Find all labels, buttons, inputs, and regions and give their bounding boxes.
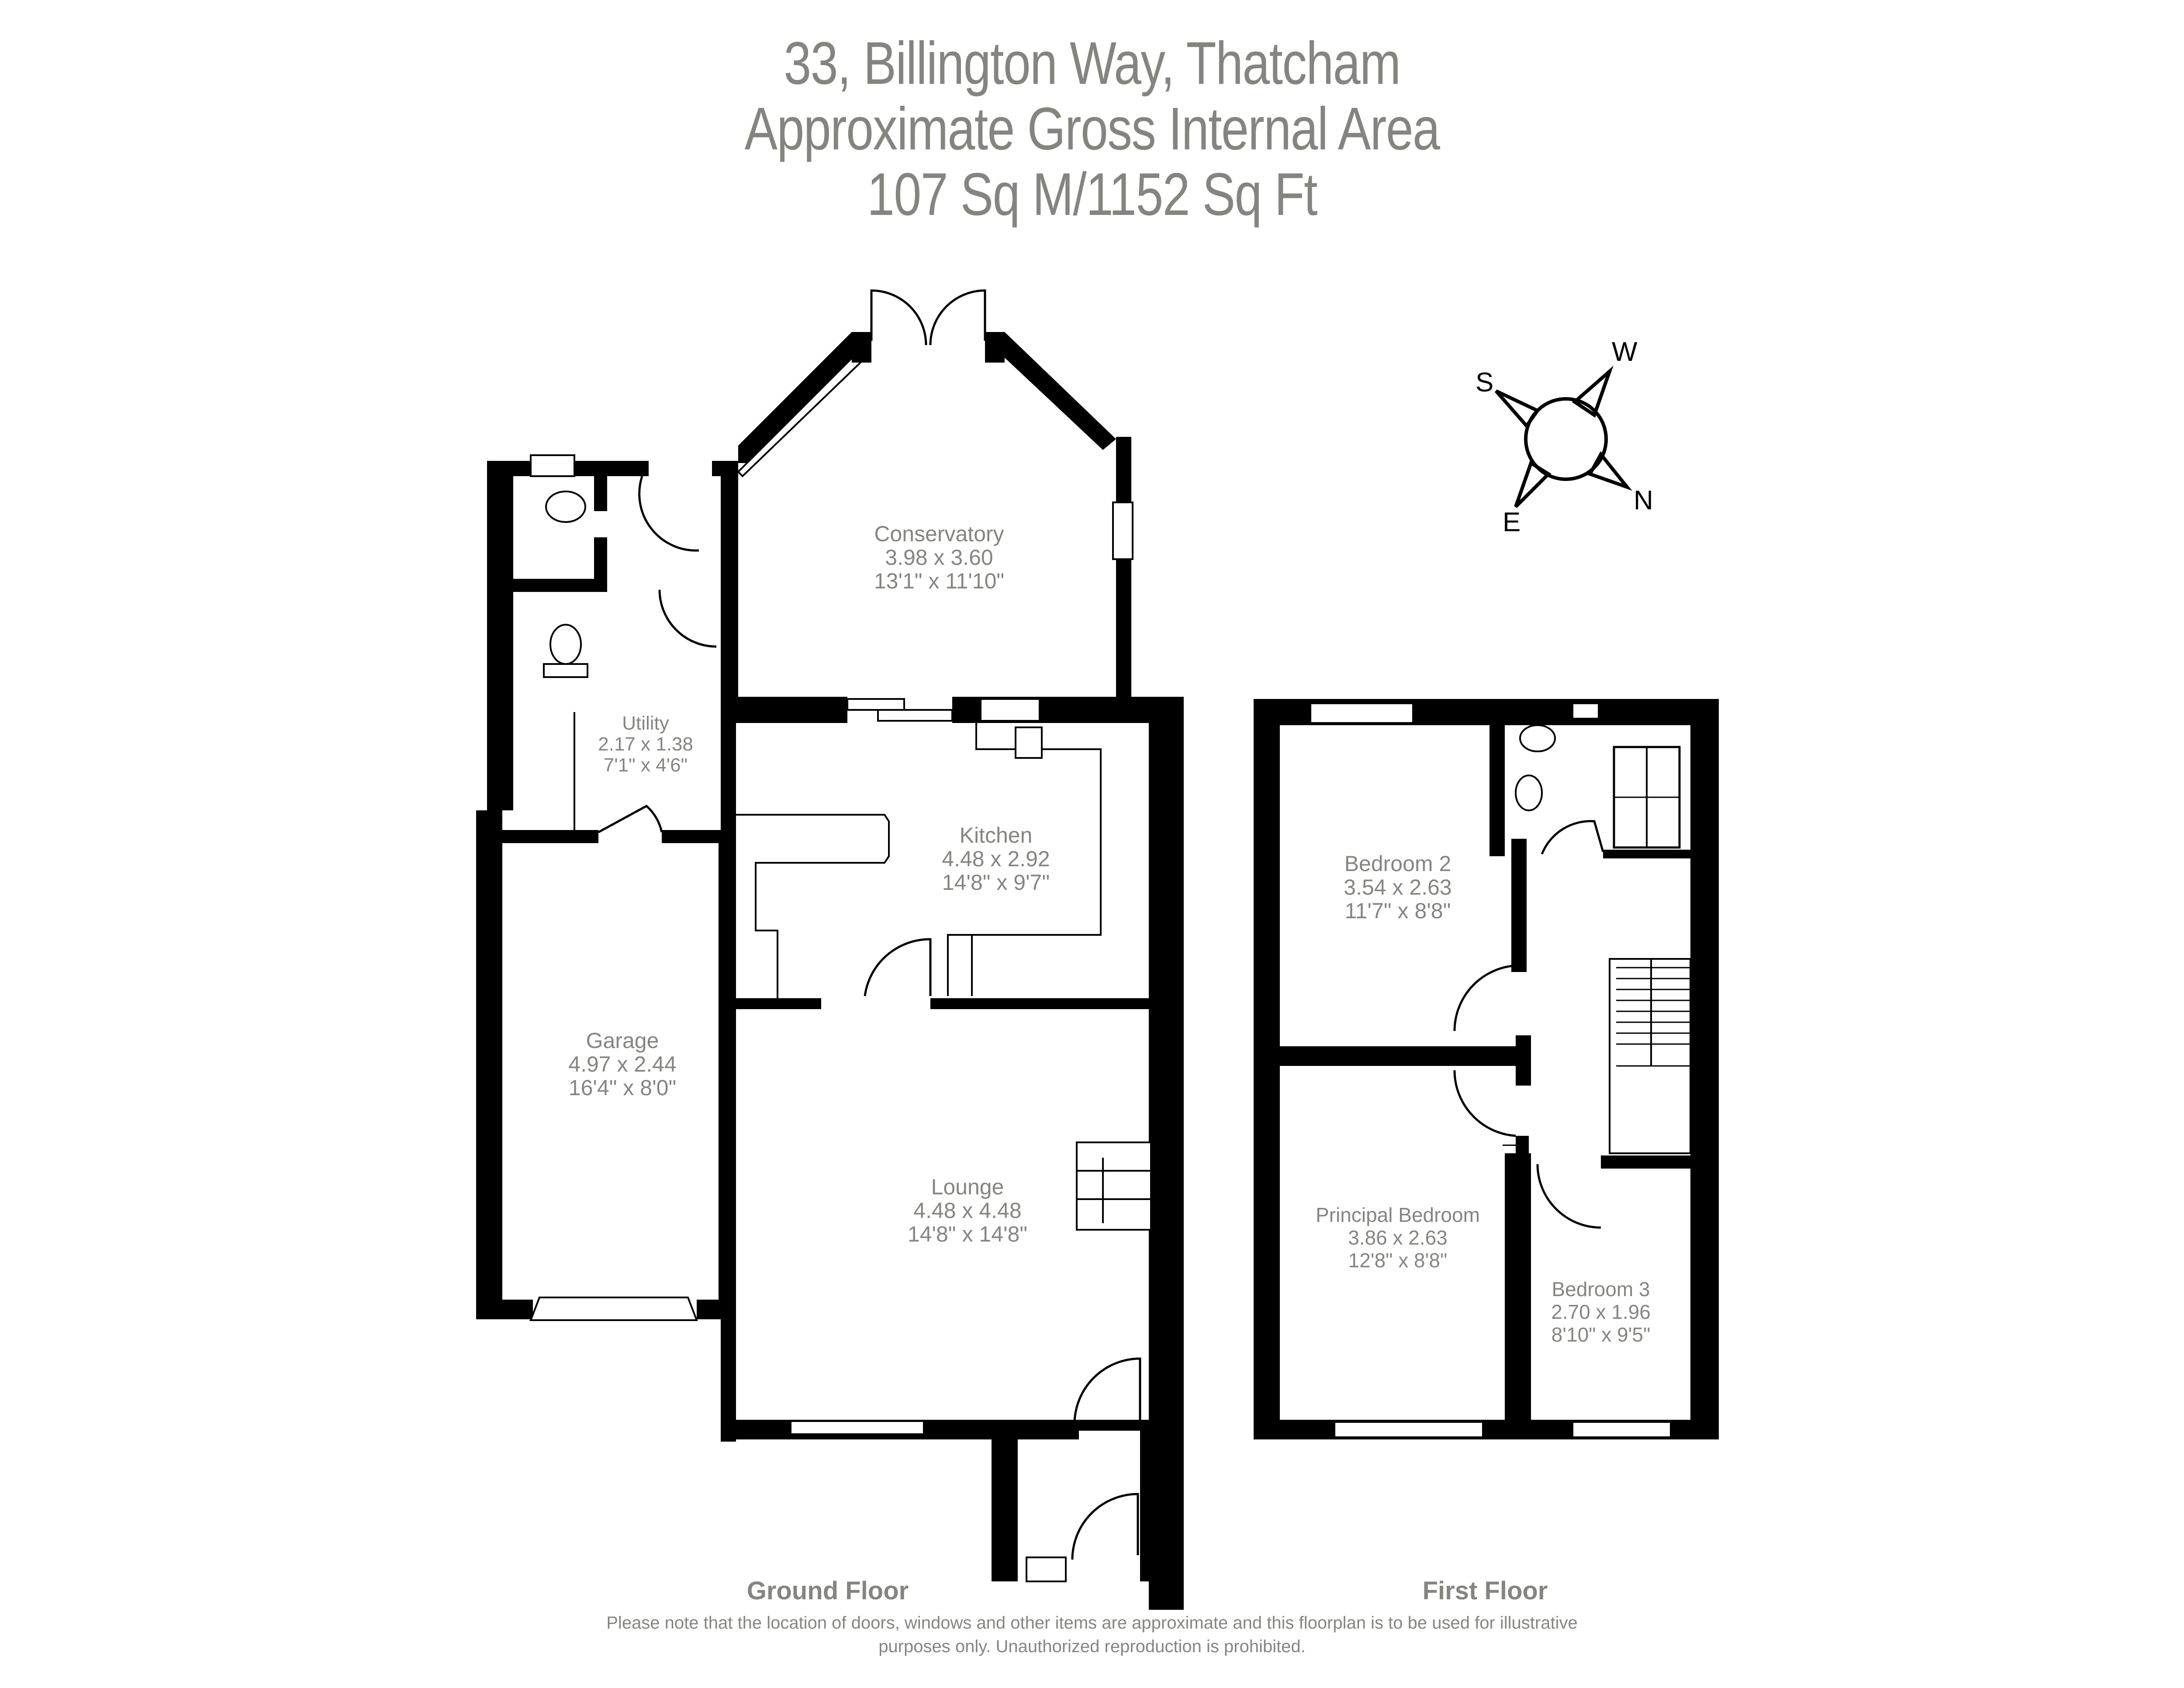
room-bedroom-2: Bedroom 2 3.54 x 2.63 11'7" x 8'8": [1344, 852, 1451, 923]
wall: [930, 998, 1149, 1009]
wall: [992, 1564, 1018, 1581]
room-name: Conservatory: [874, 522, 1004, 546]
compass-icon: [1494, 365, 1632, 508]
room-imperial: 11'7" x 8'8": [1344, 899, 1451, 923]
wall: [721, 699, 736, 1442]
room-imperial: 14'8" x 14'8": [907, 1222, 1028, 1246]
room-metric: 3.86 x 2.63: [1348, 1226, 1448, 1249]
compass-east-label: E: [1503, 507, 1521, 537]
area-value: 107 Sq M/1152 Sq Ft: [867, 161, 1317, 228]
compass-north-label: N: [1634, 485, 1653, 515]
room-imperial: 7'1" x 4'6": [603, 754, 688, 776]
wall: [1511, 852, 1527, 865]
room-principal-bedroom: Principal Bedroom 3.86 x 2.63 12'8" x 8'…: [1316, 1204, 1480, 1272]
room-name: Utility: [622, 713, 669, 734]
wall: [487, 461, 513, 810]
wall: [1503, 1145, 1524, 1146]
wall: [1254, 699, 1280, 1439]
room-bedroom-3: Bedroom 3 2.70 x 1.96 8'10" x 9'5": [1551, 1278, 1651, 1346]
wall: [1131, 697, 1184, 723]
wall: [1140, 1429, 1166, 1581]
wall: [1116, 437, 1131, 712]
wall: [992, 1429, 1018, 1581]
property-address: 33, Billington Way, Thatcham: [784, 30, 1401, 97]
wall: [1505, 1153, 1531, 1437]
room-name: Bedroom 3: [1552, 1278, 1650, 1301]
room-kitchen: Kitchen 4.48 x 2.92 14'8" x 9'7": [942, 823, 1050, 894]
wall: [1516, 1035, 1531, 1086]
room-name: Principal Bedroom: [1316, 1204, 1480, 1226]
room-metric: 4.48 x 4.48: [913, 1198, 1022, 1223]
wall: [476, 810, 502, 1319]
wall: [721, 461, 738, 697]
disclaimer: Please note that the location of doors, …: [0, 1611, 2184, 1658]
wall: [513, 579, 607, 592]
disclaimer-line-1: Please note that the location of doors, …: [606, 1613, 1578, 1633]
wall: [852, 332, 871, 363]
wall: [721, 998, 821, 1009]
room-name: Garage: [586, 1028, 659, 1053]
room-metric: 4.48 x 2.92: [942, 847, 1050, 871]
room-imperial: 16'4" x 8'0": [568, 1076, 677, 1100]
room-imperial: 8'10" x 9'5": [1551, 1323, 1651, 1346]
room-name: Kitchen: [959, 823, 1033, 847]
wall: [1603, 850, 1690, 858]
room-lounge: Lounge 4.48 x 4.48 14'8" x 14'8": [908, 1175, 1027, 1246]
wall: [662, 830, 727, 843]
wall: [487, 830, 598, 843]
compass-south-label: S: [1476, 367, 1494, 398]
room-metric: 4.97 x 2.44: [568, 1052, 677, 1076]
compass-west-label: W: [1612, 337, 1638, 367]
wall: [721, 697, 847, 723]
disclaimer-line-2: purposes only. Unauthorized reproduction…: [878, 1637, 1306, 1656]
room-metric: 2.70 x 1.96: [1551, 1301, 1651, 1323]
room-name: Bedroom 2: [1344, 851, 1451, 876]
area-label: Approximate Gross Internal Area: [744, 95, 1440, 163]
room-imperial: 13'1" x 11'10": [874, 569, 1005, 593]
room-metric: 3.54 x 2.63: [1344, 875, 1452, 899]
room-imperial: 14'8" x 9'7": [942, 870, 1050, 895]
wall: [476, 1300, 533, 1319]
ground-floor-label: Ground Floor: [746, 1577, 909, 1605]
wall: [1601, 1155, 1693, 1169]
first-floor-label: First Floor: [1422, 1577, 1548, 1605]
wall: [1280, 1046, 1522, 1066]
room-conservatory: Conservatory 3.98 x 3.60 13'1" x 11'10": [874, 522, 1004, 593]
room-name: Lounge: [931, 1175, 1004, 1199]
room-imperial: 12'8" x 8'8": [1348, 1249, 1448, 1272]
wall: [594, 476, 607, 511]
wall: [1489, 716, 1505, 856]
wall: [1690, 699, 1719, 1439]
title-block: 33, Billington Way, Thatcham Approximate…: [0, 31, 2184, 227]
room-metric: 3.98 x 3.60: [885, 545, 993, 570]
room-utility: Utility 2.17 x 1.38 7'1" x 4'6": [598, 713, 693, 776]
first-floor-plan: [1254, 699, 1719, 1439]
ground-floor-plan: [476, 289, 1184, 1610]
room-metric: 2.17 x 1.38: [598, 733, 693, 755]
wall: [952, 697, 1131, 723]
room-garage: Garage 4.97 x 2.44 16'4" x 8'0": [568, 1029, 676, 1100]
